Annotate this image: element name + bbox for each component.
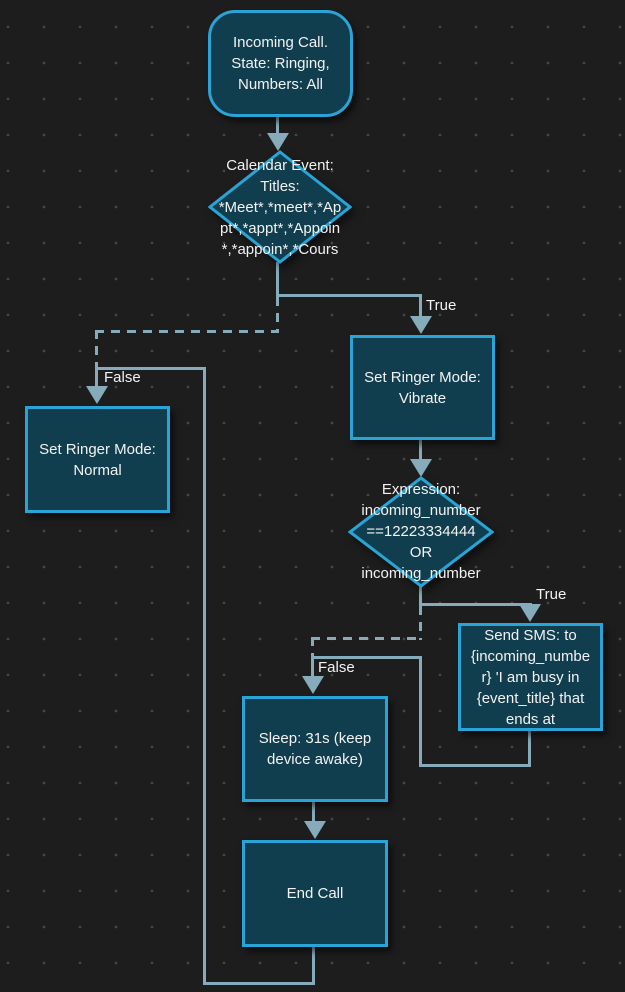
edge-label-expression-true: True [536,586,567,603]
edge-sms-loop-h [419,764,531,767]
edge-into-normal-v [95,367,98,388]
edge-calendar-false-h [95,330,278,333]
edge-endcall-out-v [312,947,315,985]
edge-calendar-false-v2 [95,330,98,368]
edge-endcall-bottom-h [203,982,315,985]
node-send-sms[interactable]: Send SMS: to {incoming_numbe r} 'I am bu… [458,623,603,731]
node-set-ringer-normal[interactable]: Set Ringer Mode: Normal [25,406,170,513]
edge-expression-true-h [419,603,532,606]
edge-sleep-to-endcall [312,802,315,823]
edge-trigger-to-calendar [276,117,279,135]
edge-expression-false-v1 [419,606,422,640]
arrowhead-into-sms [519,604,541,622]
node-incoming-call-label: Incoming Call. State: Ringing, Numbers: … [231,34,330,93]
edge-sms-out-v [528,730,531,767]
edge-calendar-true-h [276,294,422,297]
node-set-ringer-normal-label: Set Ringer Mode: Normal [39,440,156,479]
node-incoming-call[interactable]: Incoming Call. State: Ringing, Numbers: … [208,10,353,117]
edge-endcall-return-h [95,367,206,370]
edge-calendar-out [276,262,279,297]
node-calendar-event[interactable] [208,150,352,264]
edge-label-calendar-true: True [426,297,457,314]
edge-endcall-return-v [203,367,206,985]
edge-label-calendar-false: False [104,369,141,386]
node-end-call[interactable]: End Call [242,840,388,947]
arrowhead-into-normal [86,386,108,404]
node-sleep-label: Sleep: 31s (keep device awake) [258,730,372,768]
node-set-ringer-vibrate[interactable]: Set Ringer Mode: Vibrate [350,335,495,440]
arrowhead-into-sleep [302,676,324,694]
arrowhead-into-expression [410,459,432,477]
node-send-sms-label: Send SMS: to {incoming_numbe r} 'I am bu… [470,626,591,728]
node-set-ringer-vibrate-label: Set Ringer Mode: Vibrate [364,368,481,407]
edge-vibrate-to-expression [419,440,422,461]
edge-sms-loop-v [419,656,422,767]
arrowhead-into-endcall [304,821,326,839]
node-end-call-label: End Call [286,885,344,902]
node-sleep[interactable]: Sleep: 31s (keep device awake) [242,696,388,802]
edge-calendar-false-v1 [276,297,279,333]
edge-calendar-true-v [419,294,422,318]
edge-sms-to-sleep-h [311,656,422,659]
edge-expression-out [419,585,422,606]
node-expression[interactable] [348,476,494,588]
arrowhead-into-vibrate [410,316,432,334]
edge-expression-false-v2 [311,637,314,677]
edge-expression-false-h [311,637,422,640]
arrowhead-into-calendar [267,133,289,151]
edge-label-expression-false: False [318,659,355,676]
